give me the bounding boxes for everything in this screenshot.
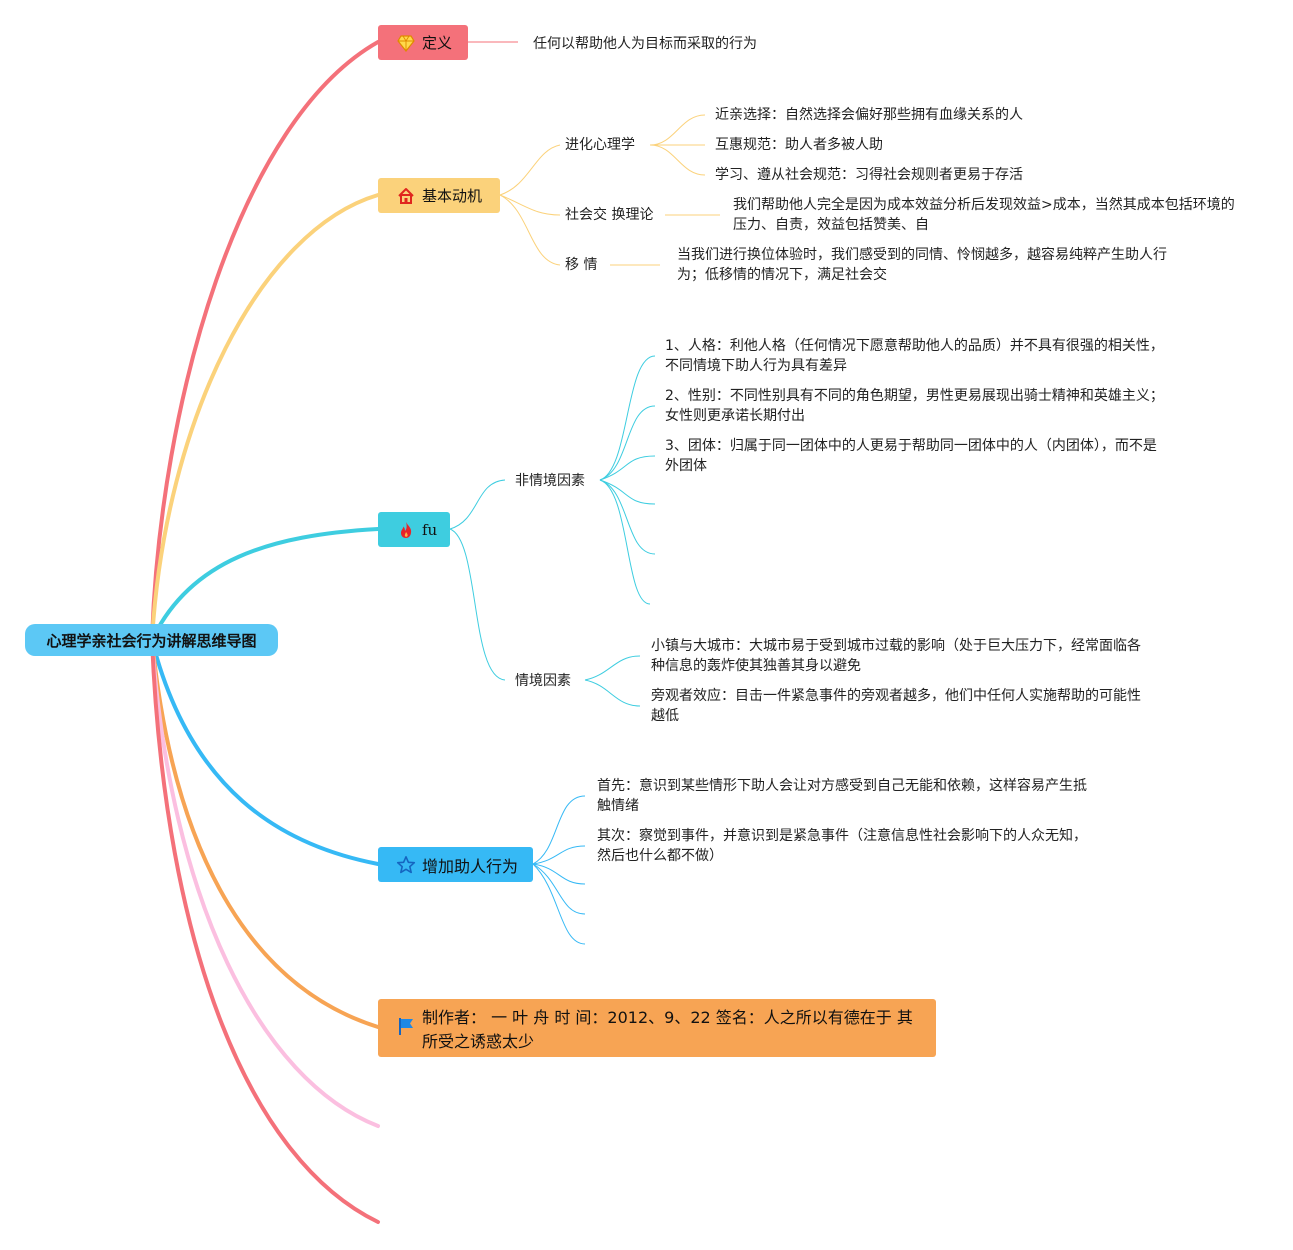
branch-motivation-label: 基本动机 <box>422 187 483 205</box>
situational-item: 小镇与大城市：大城市易于受到城市过载的影响（处于巨大压力下，经常面临各种信息的轰… <box>651 638 1141 674</box>
situational-label[interactable]: 情境因素 <box>515 673 571 689</box>
evolution-item: 近亲选择：自然选择会偏好那些拥有血缘关系的人 <box>715 107 1023 123</box>
house-icon <box>396 186 416 206</box>
flag-icon <box>396 1016 416 1036</box>
fire-icon <box>396 520 416 540</box>
branch-definition-label: 定义 <box>422 34 453 52</box>
branch-increase-label: 增加助人行为 <box>422 856 519 876</box>
situational-item: 旁观者效应：目击一件紧急事件的旁观者越多，他们中任何人实施帮助的可能性越低 <box>651 688 1141 724</box>
non-situational-item: 3、团体：归属于同一团体中的人更易于帮助同一团体中的人（内团体），而不是外团体 <box>665 438 1157 474</box>
author-info-text: 制作者： 一 叶 舟 时 间：2012、9、22 签名：人之所以有德在于 其所受… <box>422 1008 913 1051</box>
connector-root-extra1 <box>150 638 380 1128</box>
non-situational-item: 1、人格：利他人格（任何情况下愿意帮助他人的品质）并不具有很强的相关性，不同情境… <box>665 338 1164 374</box>
empathy-text: 当我们进行换位体验时，我们感受到的同情、怜悯越多，越容易纯粹产生助人行为；低移情… <box>677 247 1167 283</box>
branch-author-info[interactable]: 制作者： 一 叶 舟 时 间：2012、9、22 签名：人之所以有德在于 其所受… <box>378 999 936 1057</box>
evolution-item: 学习、遵从社会规范：习得社会规则者更易于存活 <box>715 167 1023 183</box>
branch-increase-helping[interactable]: 增加助人行为 <box>378 847 533 882</box>
evolution-label[interactable]: 进化心理学 <box>565 137 635 153</box>
increase-item: 首先：意识到某些情形下助人会让对方感受到自己无能和依赖，这样容易产生抵触情绪 <box>597 778 1087 814</box>
root-topic[interactable]: 心理学亲社会行为讲解思维导图 <box>25 624 278 656</box>
root-topic-label: 心理学亲社会行为讲解思维导图 <box>46 631 257 650</box>
empathy-label[interactable]: 移 情 <box>565 257 598 273</box>
social-exchange-label[interactable]: 社会交 换理论 <box>565 207 654 223</box>
branch-factors-label: fu <box>422 520 438 539</box>
connector-root-extra2 <box>150 638 380 1224</box>
social-exchange-text: 我们帮助他人完全是因为成本效益分析后发现效益>成本，当然其成本包括环境的压力、自… <box>733 197 1235 233</box>
evolution-item: 互惠规范：助人者多被人助 <box>715 137 883 153</box>
increase-item: 其次：察觉到事件，并意识到是紧急事件（注意信息性社会影响下的人众无知，然后也什么… <box>597 828 1087 864</box>
connector-root-definition <box>150 40 380 642</box>
branch-motivation[interactable]: 基本动机 <box>378 178 500 213</box>
diamond-icon <box>396 33 416 53</box>
connector-root-motivation <box>150 193 380 642</box>
star-icon <box>396 855 416 875</box>
branch-definition[interactable]: 定义 <box>378 25 468 60</box>
connector-root-increase <box>150 638 380 866</box>
definition-text: 任何以帮助他人为目标而采取的行为 <box>533 36 757 52</box>
non-situational-item: 2、性别：不同性别具有不同的角色期望，男性更易展现出骑士精神和英雄主义；女性则更… <box>665 388 1164 424</box>
connector-root-author <box>150 638 380 1029</box>
connector-root-factors <box>150 527 380 642</box>
branch-factors[interactable]: fu <box>378 512 450 547</box>
non-situational-label[interactable]: 非情境因素 <box>515 473 585 489</box>
